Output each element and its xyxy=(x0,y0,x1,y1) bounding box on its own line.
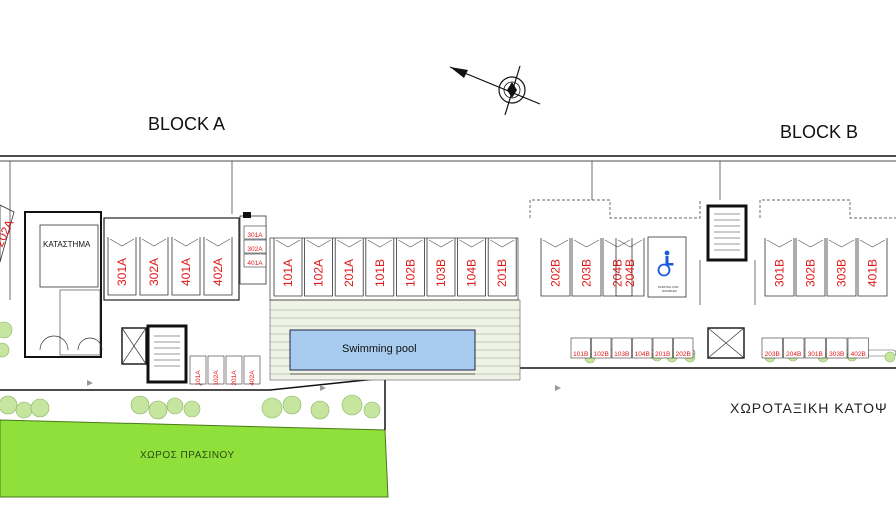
storage-unit-label: 401A xyxy=(247,260,263,267)
parking-space: 204B xyxy=(615,238,645,297)
svg-text:DISABLED: DISABLED xyxy=(662,289,678,293)
parking-space-label: 102A xyxy=(312,259,326,287)
parking-space-label: 201A xyxy=(342,259,356,287)
parking-space-label: 302A xyxy=(147,258,161,286)
storage-unit: 301A xyxy=(243,225,267,240)
storage-unit: 203B xyxy=(761,337,783,359)
parking-space-label: 401A xyxy=(179,258,193,286)
parking-spaces: 301A 302A 401A 402A 101A 102A 201A 101B 102B 103B… xyxy=(0,204,888,297)
parking-space-label: 302B xyxy=(804,259,818,287)
parking-space-label: 402A xyxy=(211,258,225,286)
accessible-parking-icon xyxy=(657,250,674,277)
parking-space-label: 203B xyxy=(580,259,594,287)
parking-space-label: 101A xyxy=(281,259,295,287)
storage-unit-label: 103B xyxy=(614,351,629,358)
storage-unit-label: 202B xyxy=(676,351,691,358)
storage-unit: 202B xyxy=(673,337,694,359)
storage-unit-label: 201A xyxy=(231,370,238,386)
parking-space: 302B xyxy=(795,238,826,297)
storage-unit-label: 402A xyxy=(249,370,256,386)
parking-space-label: 101B xyxy=(373,259,387,287)
block-b-label: BLOCK B xyxy=(780,122,858,142)
storage-unit: 101A xyxy=(189,355,207,386)
parking-space-label: 204B xyxy=(623,259,637,287)
parking-space: 301B xyxy=(764,238,795,297)
storage-unit-label: 204B xyxy=(786,351,801,358)
parking-space: 101A xyxy=(273,238,303,297)
parking-space: 203B xyxy=(571,238,602,297)
storage-unit: 104B xyxy=(632,337,653,359)
parking-space: 101B xyxy=(365,238,395,297)
swimming-pool xyxy=(289,329,476,371)
storage-unit: 101B xyxy=(570,337,591,359)
storage-unit-label: 102A xyxy=(213,370,220,386)
parking-space: 202B xyxy=(540,238,571,297)
block-a-label: BLOCK A xyxy=(148,114,225,134)
parking-space-label: 201B xyxy=(495,259,509,287)
parking-space-label: 301A xyxy=(115,258,129,286)
parking-space: 402A xyxy=(203,237,233,296)
north-arrow-icon xyxy=(449,65,541,116)
site-plan-label: ΧΩΡΟΤΑΞΙΚΗ ΚΑΤΟΨ xyxy=(730,400,888,416)
storage-unit-label: 201B xyxy=(655,351,670,358)
parking-space-label: 204B xyxy=(611,259,625,287)
storage-unit: 201B xyxy=(652,337,673,359)
storage-unit: 401A xyxy=(243,253,267,268)
storage-unit: 302A xyxy=(243,239,267,254)
parking-space: 201A xyxy=(334,238,364,297)
parking-space: 301A xyxy=(107,237,137,296)
parking-space: 202A xyxy=(0,204,17,263)
parking-space-label: 401B xyxy=(866,259,880,287)
parking-space-label: 104B xyxy=(465,259,479,287)
parking-space-label: 103B xyxy=(434,259,448,287)
storage-unit: 402A xyxy=(243,355,261,386)
storage-unit-label: 302A xyxy=(247,246,263,253)
storage-unit-label: 301B xyxy=(808,351,823,358)
storage-unit: 402B xyxy=(847,337,869,359)
accessible-parking xyxy=(647,236,687,298)
storage-unit-label: 104B xyxy=(635,351,650,358)
parking-space-label: 202B xyxy=(549,259,563,287)
parking-space: 401B xyxy=(857,238,888,297)
storage-unit: 103B xyxy=(611,337,632,359)
storage-unit-label: 303B xyxy=(829,351,844,358)
green-area xyxy=(0,419,389,498)
parking-space: 104B xyxy=(457,238,486,297)
parking-space: 102A xyxy=(304,238,333,297)
svg-text:PARKING FOR: PARKING FOR xyxy=(658,285,679,289)
parking-space: 102B xyxy=(396,238,425,297)
parking-space-label: 303B xyxy=(835,259,849,287)
storage-unit: 201A xyxy=(225,355,243,386)
parking-space-label: 202A xyxy=(0,218,17,249)
green-area-label: ΧΩΡΟΣ ΠΡΑΣΙΝΟΥ xyxy=(140,450,235,461)
storage-unit: 303B xyxy=(826,337,848,359)
parking-space: 401A xyxy=(171,237,201,296)
storage-unit: 301B xyxy=(804,337,826,359)
storage-unit: 102A xyxy=(207,355,225,386)
storage-unit-label: 203B xyxy=(765,351,780,358)
parking-space-label: 301B xyxy=(773,259,787,287)
storage-unit-label: 102B xyxy=(594,351,609,358)
storage-unit-label: 402B xyxy=(851,351,866,358)
storage-units: 301A 302A 401A 101A 102A 201A 402A 101B 102B 103B… xyxy=(189,225,869,386)
parking-space-label: 102B xyxy=(403,259,417,287)
storage-unit: 102B xyxy=(591,337,612,359)
shop-label: ΚΑΤΑΣΤΗΜΑ xyxy=(43,240,91,249)
pool-label: Swimming pool xyxy=(342,343,417,355)
parking-space: 201B xyxy=(487,238,517,297)
parking-space: 303B xyxy=(826,238,857,297)
parking-space: 302A xyxy=(139,237,169,296)
storage-unit-label: 101A xyxy=(195,370,202,386)
storage-unit-label: 301A xyxy=(247,232,263,239)
parking-space: 103B xyxy=(426,238,456,297)
storage-unit-label: 101B xyxy=(573,351,588,358)
storage-unit: 204B xyxy=(783,337,805,359)
